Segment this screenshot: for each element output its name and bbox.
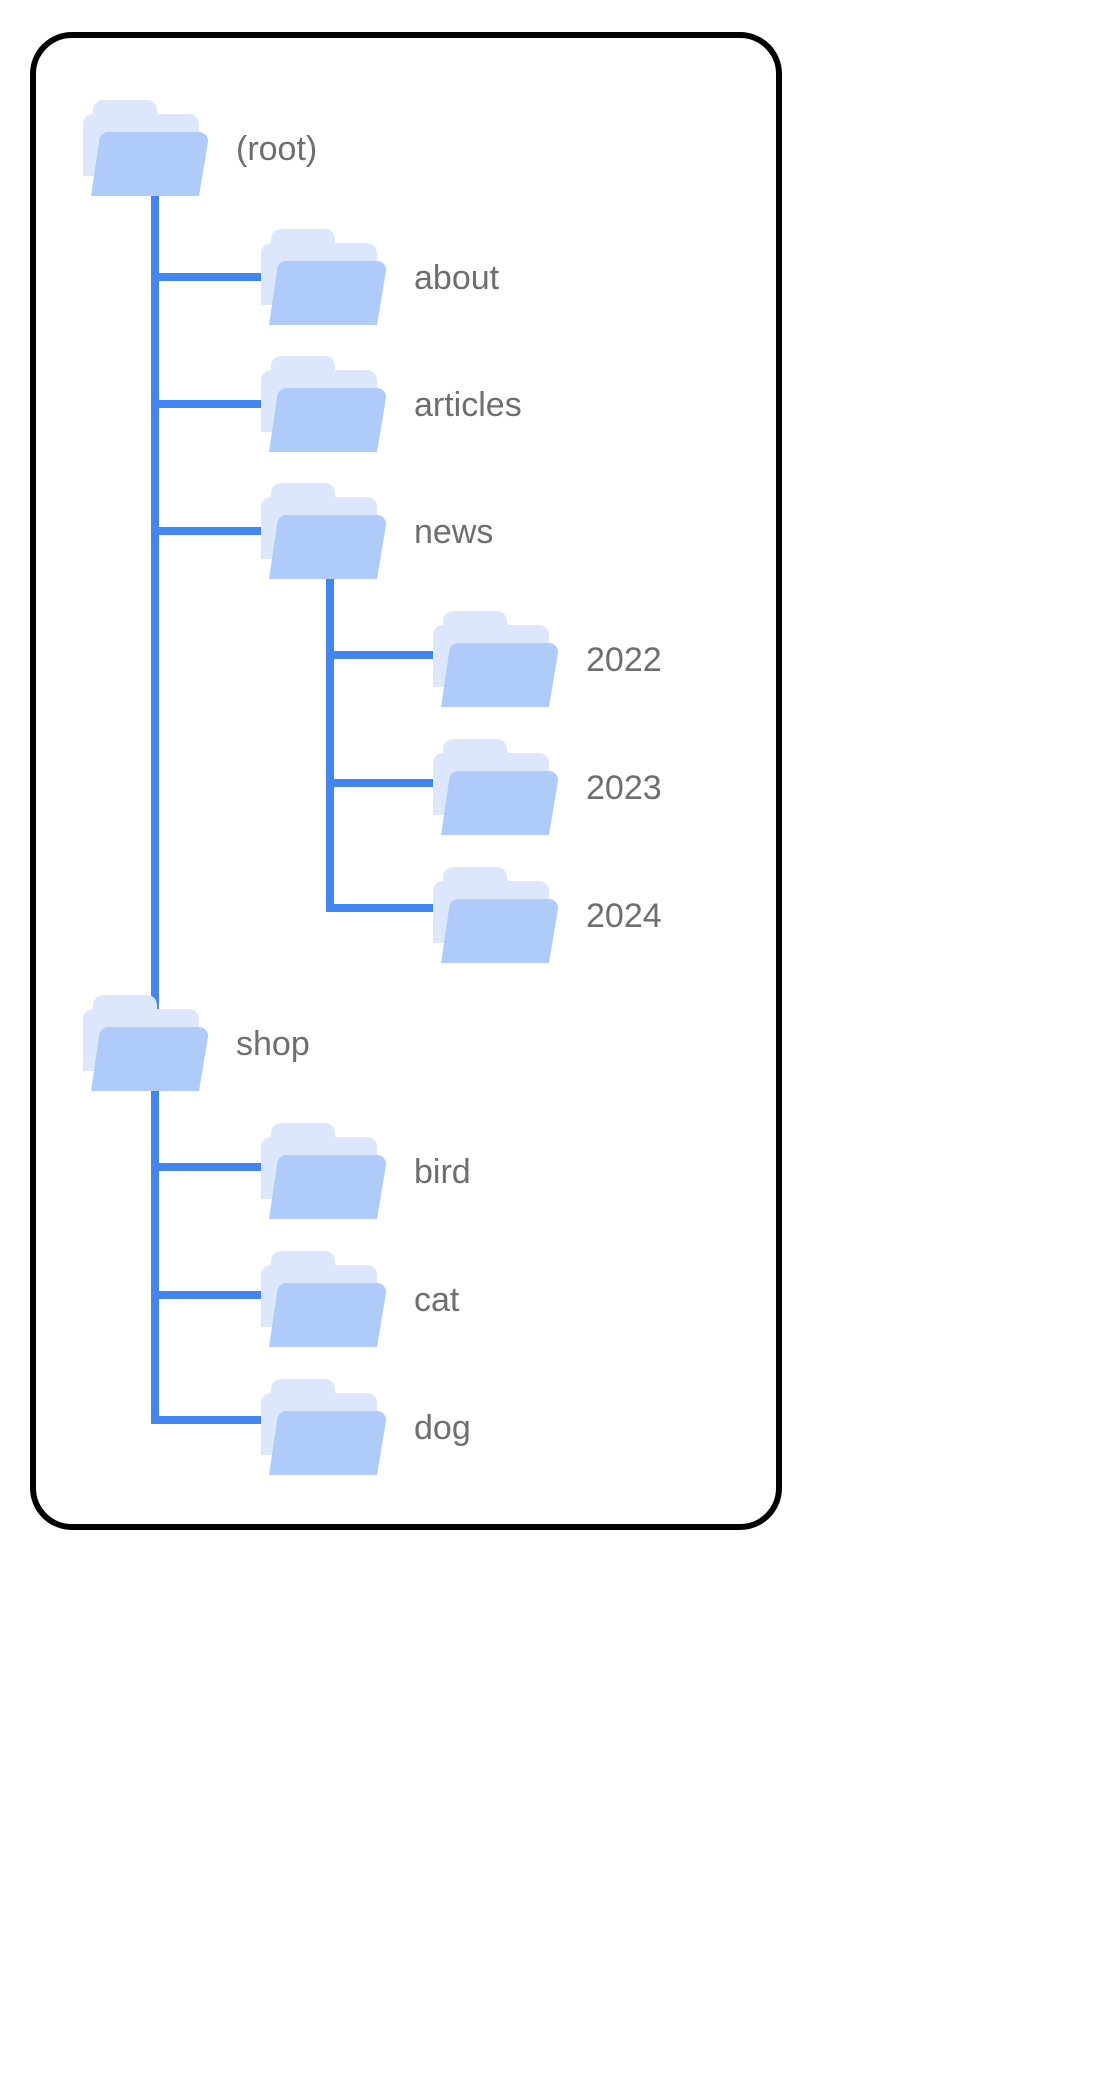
connector-shop-bird [151, 1163, 291, 1171]
node-label-bird[interactable]: bird [414, 1153, 471, 1191]
node-label-2023[interactable]: 2023 [586, 769, 662, 807]
node-label-2022[interactable]: 2022 [586, 641, 662, 679]
folder-icon-news[interactable] [261, 483, 387, 579]
connector-root-news [151, 527, 291, 535]
node-label-news[interactable]: news [414, 513, 494, 551]
node-label-2024[interactable]: 2024 [586, 897, 662, 935]
node-label-cat[interactable]: cat [414, 1281, 460, 1319]
connector-shop-dog [151, 1416, 291, 1424]
connector-news-2024 [326, 904, 462, 912]
folder-icon-cat[interactable] [261, 1251, 387, 1347]
connector-root-spine [151, 178, 159, 1048]
connector-shop-spine [151, 1070, 159, 1420]
node-label-dog[interactable]: dog [414, 1409, 471, 1447]
folder-icon-2024[interactable] [433, 867, 559, 963]
folder-icon-about[interactable] [261, 229, 387, 325]
folder-icon-2023[interactable] [433, 739, 559, 835]
node-label-root[interactable]: (root) [236, 130, 318, 168]
folder-icon-dog[interactable] [261, 1379, 387, 1475]
node-label-about[interactable]: about [414, 259, 500, 297]
folder-icon-root[interactable] [83, 100, 209, 196]
connector-news-spine [326, 560, 334, 912]
folder-icon-bird[interactable] [261, 1123, 387, 1219]
connector-root-about [151, 273, 291, 281]
connector-news-2022 [326, 651, 462, 659]
node-label-articles[interactable]: articles [414, 386, 522, 424]
connector-shop-cat [151, 1291, 291, 1299]
connector-root-articles [151, 400, 291, 408]
folder-icon-2022[interactable] [433, 611, 559, 707]
connector-news-2023 [326, 779, 462, 787]
folder-icon-articles[interactable] [261, 356, 387, 452]
node-label-shop[interactable]: shop [236, 1025, 310, 1063]
folder-icon-shop[interactable] [83, 995, 209, 1091]
